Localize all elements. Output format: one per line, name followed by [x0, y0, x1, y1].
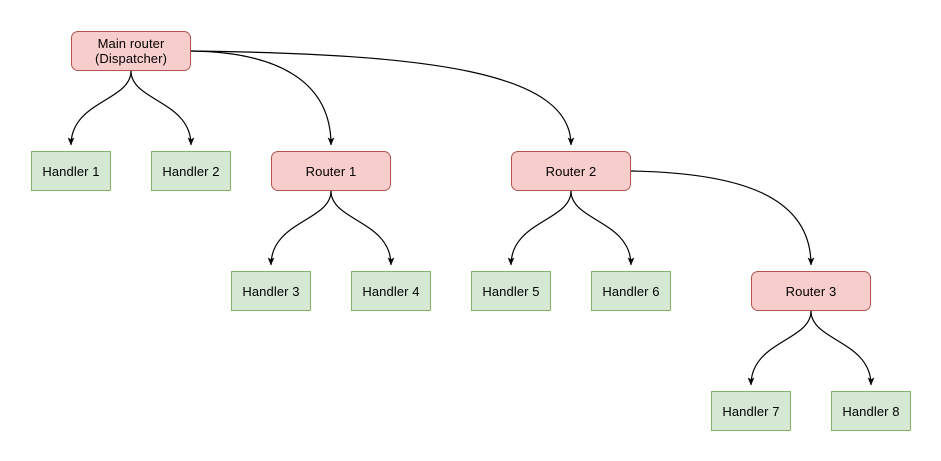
node-router-2-label: Router 2	[545, 163, 597, 179]
edge-main-to-handler-1	[67, 70, 132, 146]
edge-router-2-to-handler-5	[507, 190, 572, 266]
node-handler-5-label: Handler 5	[482, 283, 540, 299]
node-main-router-label: Main router (Dispatcher)	[95, 36, 167, 66]
node-handler-4-label: Handler 4	[362, 283, 420, 299]
node-router-3-label: Router 3	[785, 283, 837, 299]
node-router-1[interactable]: Router 1	[271, 151, 391, 191]
edge-router-3-to-handler-7	[747, 310, 812, 386]
node-handler-4[interactable]: Handler 4	[351, 271, 431, 311]
node-handler-3[interactable]: Handler 3	[231, 271, 311, 311]
node-router-2[interactable]: Router 2	[511, 151, 631, 191]
node-handler-7[interactable]: Handler 7	[711, 391, 791, 431]
node-handler-1[interactable]: Handler 1	[31, 151, 111, 191]
node-router-3[interactable]: Router 3	[751, 271, 871, 311]
node-handler-7-label: Handler 7	[722, 403, 780, 419]
edge-router-1-to-handler-3	[267, 190, 332, 266]
node-handler-2-label: Handler 2	[162, 163, 220, 179]
node-handler-8[interactable]: Handler 8	[831, 391, 911, 431]
node-handler-6[interactable]: Handler 6	[591, 271, 671, 311]
edge-router-2-to-handler-6	[570, 190, 635, 266]
node-handler-3-label: Handler 3	[242, 283, 300, 299]
edge-router-2-to-router-3	[630, 170, 815, 266]
edge-main-to-router-2	[190, 50, 575, 146]
node-handler-8-label: Handler 8	[842, 403, 900, 419]
node-handler-5[interactable]: Handler 5	[471, 271, 551, 311]
node-handler-1-label: Handler 1	[42, 163, 100, 179]
edge-router-1-to-handler-4	[330, 190, 395, 266]
node-handler-6-label: Handler 6	[602, 283, 660, 299]
node-main-router[interactable]: Main router (Dispatcher)	[71, 31, 191, 71]
edge-router-3-to-handler-8	[810, 310, 875, 386]
node-router-1-label: Router 1	[305, 163, 357, 179]
edge-main-to-handler-2	[130, 70, 195, 146]
node-handler-2[interactable]: Handler 2	[151, 151, 231, 191]
edge-main-to-router-1	[190, 50, 335, 146]
